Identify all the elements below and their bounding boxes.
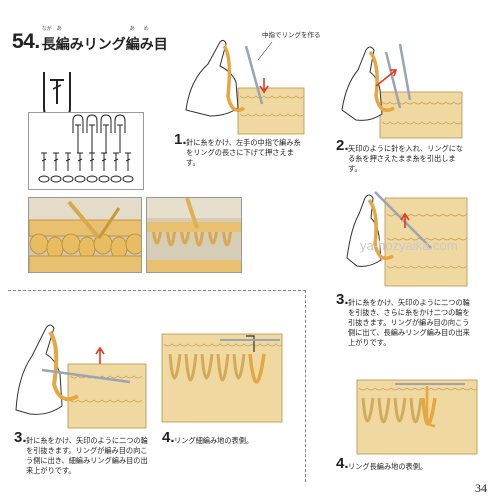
arrow-icon bbox=[400, 212, 410, 228]
step-3-short: 3. 針に糸をかけ、矢印のように二つの輪を引抜きます。リングが編み目の向こう側に… bbox=[14, 429, 154, 476]
illustration-step-4-right bbox=[355, 376, 480, 456]
ruby-me: め bbox=[143, 26, 149, 32]
illustration-step-2 bbox=[340, 40, 465, 140]
symbol-chart bbox=[28, 112, 144, 190]
step-4-right-number: 4. bbox=[336, 455, 349, 472]
illustration-step-3-left bbox=[12, 320, 147, 430]
dashed-separator bbox=[8, 290, 306, 482]
step-2: 2. 矢印のように針を入れ、リングになる糸を押さえたまま糸を引出します。 bbox=[336, 137, 468, 174]
ruby-naga: なが bbox=[41, 26, 52, 32]
step-4-right-text: リング長編み地の表側。 bbox=[348, 462, 428, 471]
photo-ring-stitch-back bbox=[146, 197, 242, 273]
step-1-text: 針に糸をかけ、左手の中指で編み糸をリングの長さに下げて押さえます。 bbox=[186, 138, 301, 167]
arrow-icon bbox=[259, 78, 269, 94]
step-4-left-number: 4. bbox=[162, 429, 175, 446]
step-1-number: 1. bbox=[174, 131, 187, 148]
illustration-step-3-right bbox=[345, 188, 470, 288]
step-4-right: 4. リング長編み地の表側。 bbox=[336, 455, 476, 472]
step-2-text: 矢印のように針を入れ、リングになる糸を押さえたまま糸を引出します。 bbox=[348, 144, 464, 173]
arrow-icon bbox=[375, 69, 398, 87]
page-number: 34 bbox=[475, 481, 487, 495]
ruby-a1: あ bbox=[56, 26, 62, 32]
step-3-short-text: 針に糸をかけ、矢印のように二つの輪を引抜きます。リングが編み目の向こう側に出き、… bbox=[26, 436, 148, 475]
illustration-step-4-left bbox=[160, 330, 285, 426]
watermark: ya-hozyaika.com bbox=[360, 238, 458, 253]
ruby-a2: あ bbox=[129, 26, 135, 32]
arrow-icon bbox=[95, 346, 105, 364]
step-3-long-number: 3. bbox=[336, 291, 349, 308]
step-4-left-text: リング細編み地の表側。 bbox=[174, 436, 254, 445]
step-4-left: 4. リング細編み地の表側。 bbox=[162, 429, 292, 446]
step-3-long-text: 針に糸をかけ、矢印のように二つの輪を引抜き、さらに糸をかけ二つの輪を引抜きます。… bbox=[348, 298, 470, 347]
middle-finger-callout: 中指でリングを作る bbox=[262, 31, 321, 39]
illustration-step-1 bbox=[180, 36, 305, 136]
page-title: 54. なが あ あ め 長編みリング編み目 bbox=[12, 26, 168, 54]
title-main-text: 長編みリング編み目 bbox=[41, 37, 168, 53]
step-1: 1. 針に糸をかけ、左手の中指で編み糸をリングの長さに下げて押さえます。 bbox=[174, 131, 302, 168]
step-3-long: 3. 針に糸をかけ、矢印のように二つの輪を引抜き、さらに糸をかけ二つの輪を引抜き… bbox=[336, 291, 472, 348]
title-text: なが あ あ め 長編みリング編み目 bbox=[41, 26, 168, 54]
step-2-number: 2. bbox=[336, 137, 349, 154]
title-number: 54. bbox=[12, 30, 40, 53]
photo-ring-stitch-front bbox=[28, 197, 142, 273]
step-3-short-number: 3. bbox=[14, 429, 27, 446]
